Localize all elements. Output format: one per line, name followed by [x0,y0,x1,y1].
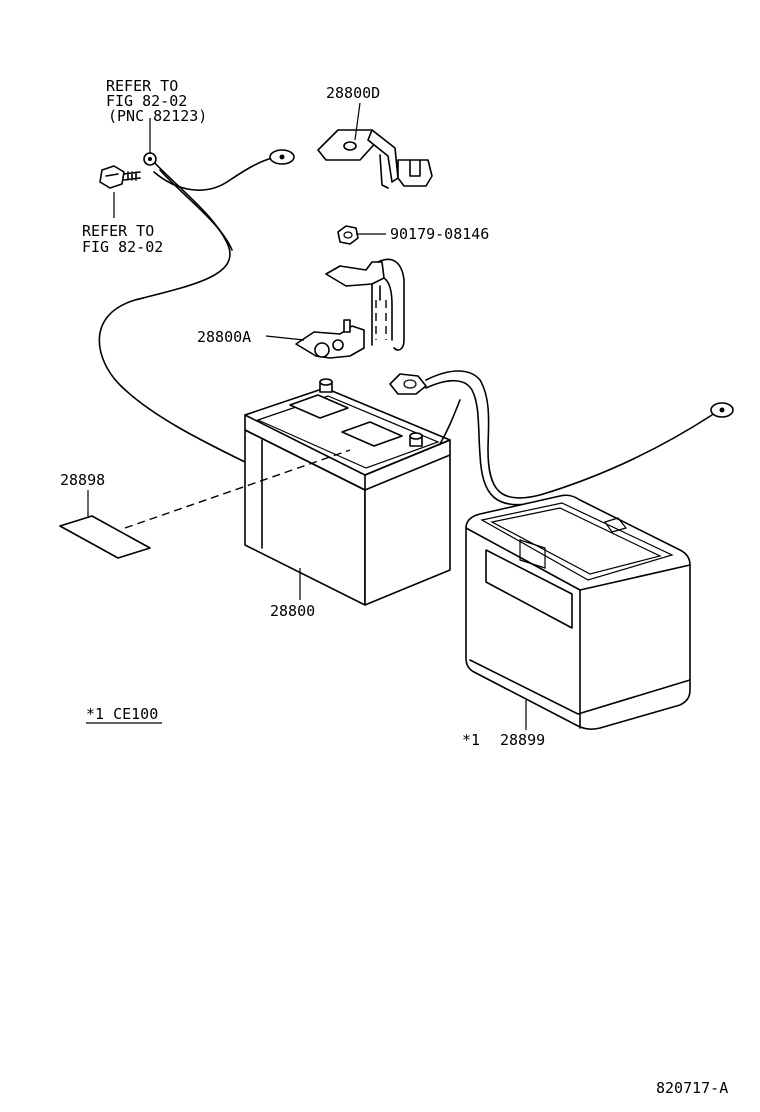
battery-terminal [295,319,365,359]
battery-clamp [317,129,433,189]
warning-label [59,515,151,559]
refer-bottom-line1: REFER TO [82,222,154,240]
nut [337,225,359,245]
positive-cable [389,370,734,506]
refer-bottom-line2: FIG 82-02 [82,238,163,256]
part-28800A-label: 28800A [197,328,251,346]
part-28898-label: 28898 [60,471,105,489]
label-reference-line [124,449,351,529]
positive-terminal-cable [325,258,405,351]
footnote-legend: *1 CE100 [86,705,158,723]
part-28899-label: 28899 [500,731,545,749]
figure-id: 820717-A [656,1079,728,1097]
battery [244,378,451,606]
part-28800D-label: 28800D [326,84,380,102]
part-90179-label: 90179-08146 [390,225,489,243]
refer-top-line3: (PNC 82123) [108,107,207,125]
battery-case [465,494,691,730]
refer-top-line1: REFER TO [106,77,178,95]
footnote-marker: *1 [462,731,480,749]
refer-top-line2: FIG 82-02 [106,92,187,110]
callout-labels: REFER TO FIG 82-02 (PNC 82123) REFER TO … [60,77,728,1097]
ground-bolt [99,165,141,189]
leader-lines [87,102,527,730]
part-28800-label: 28800 [270,602,315,620]
